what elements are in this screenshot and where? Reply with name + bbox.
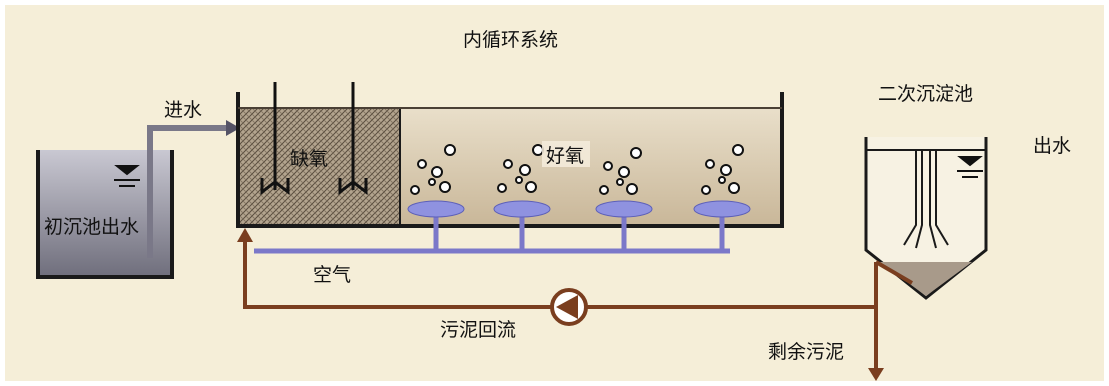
anoxic-zone — [238, 108, 400, 225]
primary-effluent-label: 初沉池出水 — [44, 216, 139, 238]
air-bubbles-icon — [410, 144, 744, 195]
bioreactor-tank — [236, 92, 784, 228]
inflow-pipe — [147, 125, 227, 258]
diffuser-icon — [407, 200, 751, 218]
sludge-return-pipe — [243, 240, 876, 309]
mixer-icon — [260, 82, 290, 196]
water-level-icon — [957, 156, 983, 178]
secondary-clarifier-tank — [864, 137, 988, 300]
sludge-return-label: 污泥回流 — [440, 319, 516, 341]
inflow-arrow-icon — [226, 120, 240, 136]
secondary-clarifier-label: 二次沉淀池 — [878, 83, 973, 105]
inflow-label: 进水 — [164, 99, 202, 121]
air-label: 空气 — [313, 264, 351, 286]
return-arrow-icon — [237, 228, 253, 242]
excess-sludge-arrow-icon — [868, 368, 884, 381]
mixer-icon — [338, 82, 368, 196]
aerobic-label: 好氧 — [546, 145, 584, 167]
anoxic-label: 缺氧 — [290, 148, 328, 170]
internal-recycle-label: 内循环系统 — [463, 29, 558, 51]
air-pipe — [254, 212, 730, 254]
effluent-label: 出水 — [1033, 135, 1071, 157]
water-level-icon — [114, 165, 140, 187]
pump-icon — [550, 288, 588, 326]
excess-sludge-label: 剩余污泥 — [768, 341, 844, 363]
